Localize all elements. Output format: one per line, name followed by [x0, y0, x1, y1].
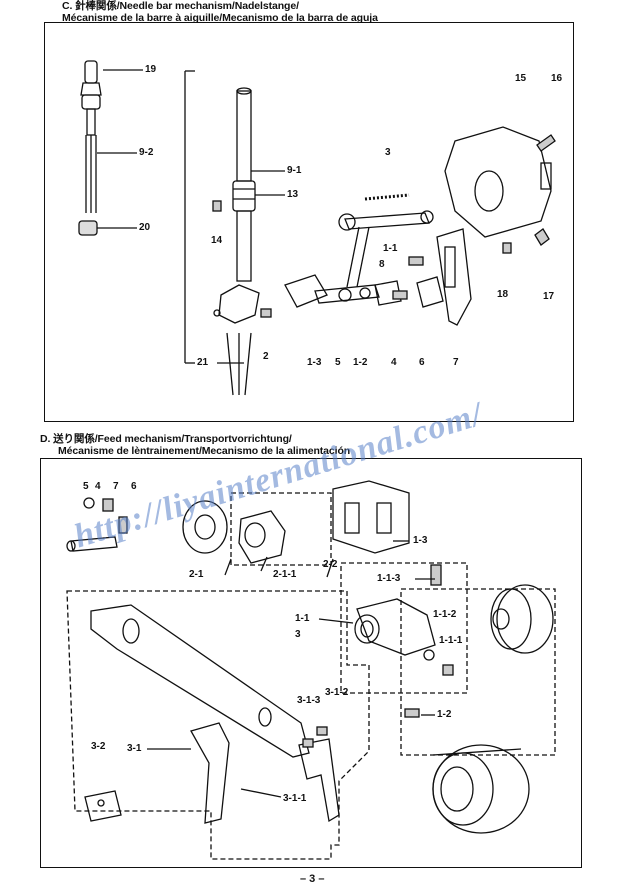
section-d-title: D. 送り関係/Feed mechanism/Transportvorricht… — [40, 433, 350, 457]
label-18: 18 — [497, 289, 509, 300]
feed-mechanism-exploded-view — [66, 480, 556, 860]
label-19: 19 — [145, 64, 157, 75]
section-c-title-line2: Mécanisme de la barre à aiguille/Mecanis… — [62, 12, 378, 24]
label-5: 5 — [335, 357, 341, 368]
needle-bar-exploded-view — [78, 60, 556, 396]
label-16: 16 — [551, 73, 563, 84]
label-1-3: 1-3 — [307, 357, 322, 368]
label-21: 21 — [197, 357, 209, 368]
label-2-1-1: 2-1-1 — [273, 569, 297, 580]
label-17: 17 — [543, 291, 555, 302]
label-1-1-1: 1-1-1 — [439, 635, 463, 646]
label-3-1: 3-1 — [127, 743, 142, 754]
section-d-title-line1: D. 送り関係/Feed mechanism/Transportvorricht… — [40, 433, 292, 445]
label-6: 6 — [131, 481, 137, 492]
label-9-1: 9-1 — [287, 165, 302, 176]
label-1-2: 1-2 — [353, 357, 368, 368]
label-6: 6 — [419, 357, 425, 368]
label-8: 8 — [379, 259, 385, 270]
label-20: 20 — [139, 222, 151, 233]
label-7: 7 — [453, 357, 459, 368]
label-2-2: 2-2 — [323, 559, 338, 570]
label-1-1-2: 1-1-2 — [433, 609, 457, 620]
section-c-title: C. 針棒関係/Needle bar mechanism/Nadelstange… — [62, 0, 378, 24]
label-4: 4 — [95, 481, 101, 492]
label-3: 3 — [385, 147, 391, 158]
label-2: 2 — [263, 351, 269, 362]
label-1-1: 1-1 — [383, 243, 398, 254]
section-d-title-line2: Mécanisme de lèntrainement/Mecanismo de … — [58, 445, 351, 457]
label-3: 3 — [295, 629, 301, 640]
label-1-1: 1-1 — [295, 613, 310, 624]
label-15: 15 — [515, 73, 527, 84]
label-4: 4 — [391, 357, 397, 368]
label-9-2: 9-2 — [139, 147, 154, 158]
section-c-title-line1: C. 針棒関係/Needle bar mechanism/Nadelstange… — [62, 0, 299, 12]
label-2-1: 2-1 — [189, 569, 204, 580]
page-number: – 3 – — [300, 873, 325, 885]
label-1-1-3: 1-1-3 — [377, 573, 401, 584]
label-13: 13 — [287, 189, 299, 200]
label-14: 14 — [211, 235, 223, 246]
needle-bar-diagram-panel: 19 9-2 20 9-1 13 14 3 15 16 1-1 8 18 17 … — [44, 22, 574, 422]
label-3-1-1: 3-1-1 — [283, 793, 307, 804]
label-3-1-3: 3-1-3 — [297, 695, 321, 706]
label-3-2: 3-2 — [91, 741, 106, 752]
label-3-1-2: 3-1-2 — [325, 687, 349, 698]
label-5: 5 — [83, 481, 89, 492]
feed-mechanism-diagram-panel: 5 4 7 6 1-3 2-1 2-1-1 2-2 1-1-3 1-1 3 1-… — [40, 458, 582, 868]
label-7: 7 — [113, 481, 119, 492]
label-1-3: 1-3 — [413, 535, 428, 546]
label-1-2: 1-2 — [437, 709, 452, 720]
